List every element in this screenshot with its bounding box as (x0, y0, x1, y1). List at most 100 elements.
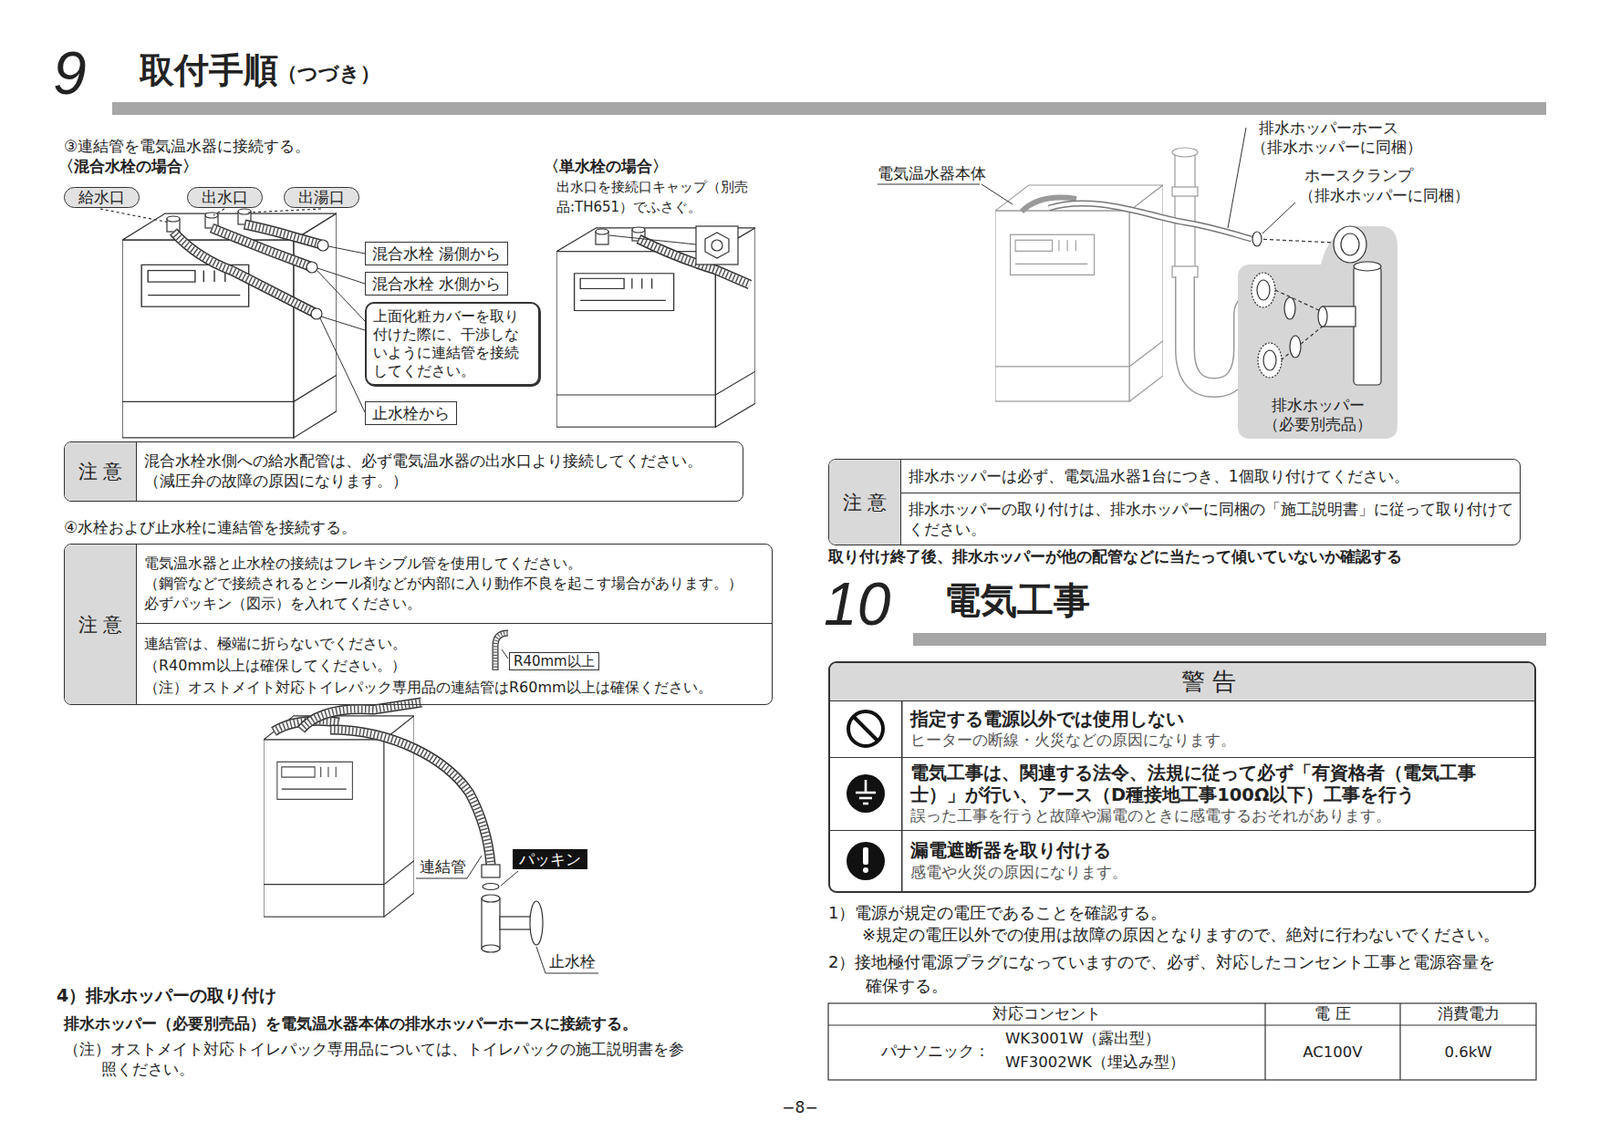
table-cell: 0.6kW (1400, 1025, 1537, 1081)
hopper-parts (1251, 272, 1276, 308)
water-heater-drain (995, 185, 1164, 402)
water-heater-mixed (238, 208, 251, 215)
stop-valve (482, 883, 499, 891)
hopper-region (1237, 226, 1398, 439)
warning-row: 漏電遮断器を取り付ける感電や火災の原因になります。 (830, 830, 1535, 892)
water-heater-mixed (122, 213, 337, 438)
hopper-parts (1318, 306, 1328, 327)
leader-line (877, 184, 1013, 205)
caution-body: 排水ホッパーは必ず、電気温水器1台につき、1個取り付けてください。排水ホッパーの… (901, 459, 1520, 545)
cap-inset (696, 226, 738, 265)
water-heater-mixed (306, 261, 318, 273)
step-text: ④水栓および止水栓に連結管を接続する。 (63, 518, 357, 537)
case-heading: 〈単水栓の場合〉 (543, 156, 668, 176)
table-cell: パナソニック： (881, 1042, 990, 1061)
hopper-parts (1340, 233, 1360, 256)
table-cell: 電 圧 (1265, 1003, 1401, 1026)
warning-detail: 感電や火災の原因になります。 (910, 862, 1528, 883)
step-text: 1）電源が規定の電圧であることを確認する。 (828, 903, 1167, 924)
warning-row: 指定する電源以外では使用しないヒーターの断線・火災などの原因になります。 (830, 700, 1535, 758)
part-region-text: 排水ホッパー (1271, 395, 1365, 416)
section-number: 9 (52, 40, 87, 107)
warning-detail: 誤った工事を行うと故障や漏電のときに感電するおそれがあります。 (910, 806, 1528, 826)
bend-icon (501, 649, 509, 659)
caution-group: 連結管は、極端に折らないでください。（R40mm以上は確保してください。）（注）… (136, 623, 772, 705)
hose (330, 729, 491, 865)
part-name: ホースクランプ (1304, 166, 1413, 185)
hopper-parts (1284, 297, 1296, 320)
part-name: 電気温水器本体 (877, 164, 987, 183)
warning-heading: 警 告 (1181, 665, 1237, 698)
hose (173, 224, 322, 313)
dotted-guide (100, 208, 322, 223)
stop-valve (529, 901, 543, 946)
stop-valve (481, 894, 500, 903)
hose (301, 702, 422, 730)
page-number: −8− (754, 1096, 846, 1119)
stop-valve (481, 864, 543, 953)
hopper-parts (1353, 266, 1382, 385)
caution-box: 注 意混合水栓水側への給水配管は、必ず電気温水器の出水口より接続してください。（… (63, 441, 744, 502)
note-text: ※規定の電圧以外での使用は故障の原因となりますので、絶対に行わないでください。 (862, 924, 1500, 946)
spec-table (828, 1003, 1537, 1081)
callout-box-text: 混合水栓 水側から (372, 273, 501, 294)
caution-text: 排水ホッパーは必ず、電気温水器1台につき、1個取り付けてください。 (908, 466, 1515, 487)
hose (273, 702, 491, 865)
section-title: 電気工事 (944, 578, 1091, 623)
stop-valve (481, 945, 500, 953)
leader-line (536, 946, 599, 974)
caution-label: 注 意 (78, 458, 124, 485)
part-region: 排水ホッパー（必要別売品） (1237, 259, 1398, 439)
caution-text: 混合水栓水側への給水配管は、必ず電気温水器の出水口より接続してください。 (144, 451, 738, 472)
section-bar (112, 102, 1547, 646)
part-note: （排水ホッパーに同梱） (1298, 186, 1470, 205)
port-label: 出湯口 (283, 187, 360, 208)
section-number: 10 (823, 571, 891, 638)
table-cell: WF3002WK（埋込み型） (1005, 1053, 1185, 1072)
callout-box: 混合水栓 湯側から (364, 241, 509, 266)
port-label-text: 出湯口 (298, 187, 345, 208)
leader-line (415, 855, 599, 974)
bend-icon (495, 633, 509, 671)
leader-line (328, 246, 365, 254)
hopper-parts (1289, 335, 1301, 358)
water-heater-valve (263, 716, 415, 917)
water-heater-drain (1172, 266, 1198, 278)
table-cell: WK3001W（露出型） (1005, 1029, 1161, 1049)
leader-line (1262, 202, 1296, 234)
caution-body: 混合水栓水側への給水配管は、必ず電気温水器の出水口より接続してください。（減圧弁… (136, 442, 743, 501)
case-note: 出水口を接続口キャップ（別売品:TH651）でふさぐ。 (556, 176, 753, 218)
leader-line (317, 270, 365, 322)
bend-icon (495, 633, 509, 671)
caution-box: 注 意電気温水器と止水栓の接続はフレキシブル管を使用してください。（鋼管などで接… (63, 543, 773, 706)
caution-text: 排水ホッパーの取り付けは、排水ホッパーに同梱の「施工説明書」に従って取り付けてく… (908, 498, 1515, 540)
section-bar (913, 633, 1547, 646)
caution-group: 排水ホッパーは必ず、電気温水器1台につき、1個取り付けてください。 (901, 459, 1520, 493)
leader-line (415, 855, 482, 879)
warning-detail: ヒーターの断線・火災などの原因になります。 (910, 730, 1528, 750)
water-heater-mixed (311, 308, 323, 320)
table-cell: AC100V (1265, 1025, 1401, 1081)
leader-line (317, 268, 365, 284)
stop-valve (499, 916, 533, 930)
water-heater-drain (1172, 147, 1198, 157)
hopper-parts (1252, 231, 1262, 247)
warning-title: 漏電遮断器を取り付ける (910, 840, 1528, 863)
water-heater-drain (1049, 203, 1252, 239)
note-callout: 上面化粧カバーを取り付けた際に、干渉しないように連結管を接続してください。 (364, 301, 541, 386)
port-label: 出水口 (187, 187, 263, 208)
part-tag: パッキン (512, 849, 588, 870)
bend-icon (495, 633, 509, 671)
caution-text: 連結管は、極端に折らないでください。 (144, 633, 767, 655)
caution-text: （減圧弁の故障の原因になります。） (144, 471, 738, 492)
caution-label: 注 意 (78, 612, 124, 638)
hopper-parts (1333, 226, 1367, 263)
hose (244, 224, 322, 245)
leader-line (1227, 127, 1247, 229)
spec-table (828, 1003, 1537, 1081)
water-heater-mixed (166, 208, 251, 232)
step-text: 2）接地極付電源プラグになっていますので、必ず、対応したコンセント工事と電源容量… (828, 950, 1504, 998)
dimension-box: R40mm以上 (509, 652, 600, 671)
cap-inset (711, 239, 723, 251)
